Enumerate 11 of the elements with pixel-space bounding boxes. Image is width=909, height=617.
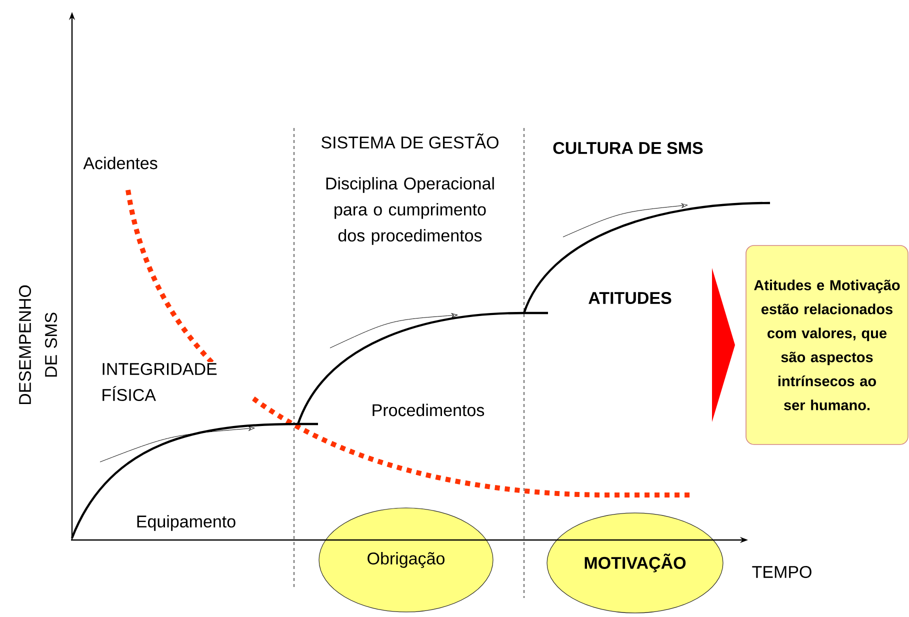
curve-label: Equipamento bbox=[137, 515, 236, 531]
curve-label: Acidentes bbox=[83, 156, 158, 170]
curve-label: INTEGRIDADE FÍSICA bbox=[100, 362, 252, 402]
curve-label: Procedimentos bbox=[372, 404, 484, 416]
axis-title: DESEMPENHO DE SMS bbox=[19, 285, 58, 404]
phase-heading: CULTURA DE SMS bbox=[553, 142, 703, 154]
curve-label: ATITUDES bbox=[588, 292, 672, 304]
axis-title: TEMPO bbox=[752, 566, 812, 578]
phase-description: Disciplina Operacional para o cumprimento dos procedimentos bbox=[326, 177, 494, 245]
note-box: Atitudes e Motivação estão relacionados com valores, que são aspectos intrínsecos ao ser humano. bbox=[746, 245, 908, 445]
phase-heading: SISTEMA DE GESTÃO bbox=[322, 133, 498, 149]
